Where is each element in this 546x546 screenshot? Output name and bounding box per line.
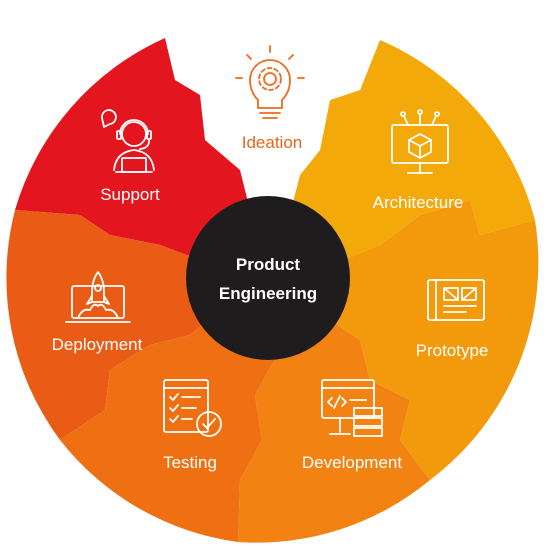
segment-label-architecture: Architecture [373,193,464,212]
segment-architecture [270,40,535,290]
segment-testing [60,290,280,542]
segment-ideation [165,16,380,290]
monitor-cube-icon [391,109,449,174]
blueprint-icon [427,279,485,321]
center-title-line1: Product [236,255,301,274]
segment-label-deployment: Deployment [52,335,143,354]
segment-label-prototype: Prototype [416,341,489,360]
center-title-line2: Engineering [219,284,317,303]
checklist-icon [163,379,222,437]
segment-label-support: Support [100,185,160,204]
headset-agent-icon [101,109,155,173]
lightbulb-gear-icon [235,45,305,119]
code-window-icon [321,379,383,437]
segment-label-development: Development [302,453,402,472]
segment-label-ideation: Ideation [242,133,303,152]
rocket-laptop-icon [65,271,131,323]
segment-label-testing: Testing [163,453,217,472]
center-disc [186,196,350,360]
